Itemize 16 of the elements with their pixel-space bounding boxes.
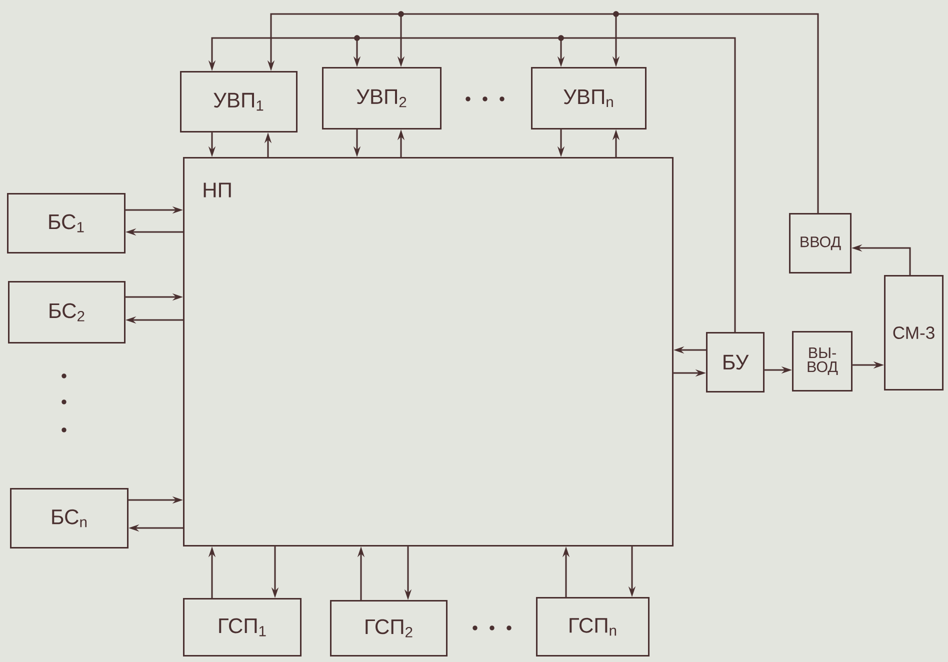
main-block: НП [183,157,674,547]
block: УВП$_{2}$ [322,67,442,130]
block: БУ [706,332,765,393]
trunk-line [357,37,736,332]
block: УВП$_{n}$ [531,67,647,130]
block: БС$_{1}$ [7,193,126,254]
block: ГСП$_{n}$ [536,597,650,657]
trunk-line [401,13,819,213]
block: БС$_{n}$ [10,488,129,549]
block: УВП$_{1}$ [180,71,298,133]
block: ГСП$_{1}$ [183,598,302,657]
block: ВЫ- ВОД [792,331,853,392]
block: ГСП$_{2}$ [330,600,448,657]
block: БС$_{2}$ [8,281,126,344]
block: ВВОД [789,213,852,274]
block: СМ-3 [884,275,944,391]
